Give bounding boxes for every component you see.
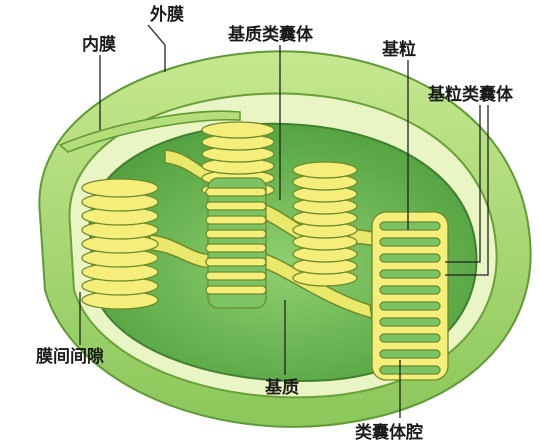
- leader-lines: [79, 24, 489, 418]
- granum-right-cut: [371, 211, 449, 381]
- cut-lip: [58, 110, 241, 153]
- label-granum: 基粒: [381, 39, 416, 60]
- granum-center-cut: [205, 177, 267, 309]
- label-intermembrane-space: 膜间间隙: [36, 346, 104, 367]
- label-outer-membrane: 外膜: [150, 4, 184, 25]
- label-grana-thylakoid: 基粒类囊体: [427, 84, 514, 105]
- label-thylakoid-lumen: 类囊体腔: [355, 422, 423, 443]
- label-inner-membrane: 内膜: [82, 34, 116, 55]
- label-stroma-thylakoid: 基质类囊体: [227, 24, 314, 45]
- label-stroma: 基质: [264, 377, 299, 398]
- granum-left: [81, 178, 159, 310]
- granum-middle-right: [292, 161, 358, 287]
